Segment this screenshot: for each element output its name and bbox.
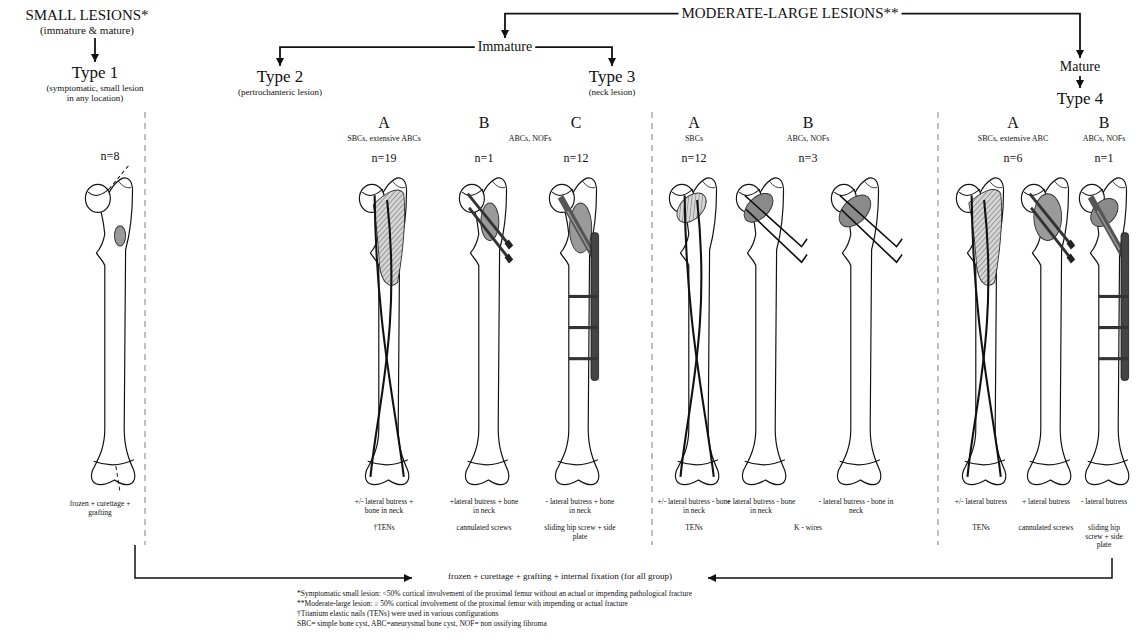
heading-node: Type 1(symptomatic, small lesion in any … [40, 62, 150, 104]
note-text: ABCs, NOFs [1083, 134, 1126, 143]
case-count: n=6 [1004, 152, 1023, 166]
femur-type4a [1021, 178, 1075, 485]
heading-text: Type 1 [43, 63, 147, 83]
subtype-letter: B [803, 114, 814, 132]
subtype-letter: B [479, 114, 490, 132]
case-count: n=12 [682, 152, 707, 166]
subheading-text: (symptomatic, small lesion in any locati… [43, 83, 147, 104]
note-text: SBC= simple bone cyst, ABC=aneurysmal bo… [297, 620, 547, 629]
femur-type2c [549, 178, 598, 485]
flow-arrow [280, 47, 475, 66]
note-text: ABCs, NOFs [787, 134, 830, 143]
heading-node: Type 2(pertrochanteric lesion) [235, 66, 325, 98]
note-text: TENs [972, 524, 990, 533]
note-text: cannulated screws [457, 524, 512, 533]
note-text: + lateral butress [1018, 498, 1074, 507]
case-count: n=12 [564, 152, 589, 166]
note-text: +/- lateral butress - bone in neck [657, 498, 731, 515]
heading-text: Type 2 [238, 67, 322, 87]
femur-type1 [85, 164, 134, 492]
femur-type2a [359, 178, 408, 485]
note-text: + lateral butress - bone in neck [723, 498, 799, 515]
note-text: sliding hip screw + side plate [542, 524, 618, 541]
heading-node: Immature [475, 38, 535, 56]
case-count: n=1 [475, 152, 494, 166]
subtype-letter: A [688, 114, 700, 132]
note-text: +lateral butress + bone in neck [447, 498, 521, 515]
note-text: - lateral butress + bone in neck [543, 498, 617, 515]
bracket-arrow [708, 558, 1112, 578]
case-count: n=3 [799, 152, 818, 166]
note-text: **Moderate-large lesion: ≥ 50% cortical … [297, 600, 628, 609]
column-separator [145, 112, 938, 545]
note-text: - lateral butress [1079, 498, 1129, 507]
case-count: n=19 [372, 152, 397, 166]
heading-text: Type 3 [589, 67, 636, 87]
flow-arrow [94, 38, 96, 62]
heading-node: MODERATE-LARGE LESIONS** [678, 4, 901, 23]
heading-text: MODERATE-LARGE LESIONS** [681, 5, 898, 22]
note-text: +/- lateral butress [951, 498, 1011, 507]
subtype-letter: A [1007, 114, 1019, 132]
note-text: TENs [685, 524, 703, 533]
note-text: frozen + curettage + grafting + internal… [448, 571, 672, 581]
note-text: K - wires [794, 524, 822, 533]
flow-arrow [902, 14, 1080, 58]
subtype-letter: C [571, 114, 582, 132]
note-text: cannulated screws [1018, 524, 1074, 533]
note-text: sliding hip screw + side plate [1079, 524, 1129, 550]
femur-type3b [831, 178, 902, 485]
note-text: +/- lateral butress + bone in neck [347, 498, 421, 515]
femur-type2b [459, 178, 513, 485]
note-text: *Symptomatic small lesion: <50% cortical… [297, 590, 692, 599]
femur-type4a [956, 178, 1005, 485]
note-text: ABCs, NOFs [509, 134, 552, 143]
heading-node: Mature [1057, 58, 1103, 76]
heading-text: SMALL LESIONS* [25, 7, 148, 24]
flow-arrow [1079, 76, 1081, 88]
heading-node: Type 4 [1054, 88, 1107, 110]
note-text: SBCs, extensive ABC [978, 134, 1048, 143]
note-text: SBCs, extensive ABCs [347, 134, 421, 143]
note-text: frozen + curettage + grafting [60, 500, 140, 517]
note-text: SBCs [685, 134, 703, 143]
heading-text: Type 4 [1057, 89, 1104, 109]
flow-arrow [505, 14, 678, 38]
femur-type4b [1079, 178, 1128, 485]
heading-node: SMALL LESIONS*(immature & mature) [22, 6, 151, 38]
femur-type3b [736, 178, 807, 485]
heading-node: Type 3(neck lesion) [586, 66, 639, 98]
subheading-text: (pertrochanteric lesion) [238, 87, 322, 97]
flow-arrow [535, 47, 612, 66]
note-text: †TENs [373, 524, 394, 533]
subtype-letter: B [1099, 114, 1110, 132]
note-text: - lateral butress - bone in neck [818, 498, 894, 515]
subheading-text: (immature & mature) [25, 24, 148, 37]
heading-text: Immature [478, 39, 532, 55]
case-count: n=8 [101, 150, 120, 164]
subtype-letter: A [378, 114, 390, 132]
femur-type3a [669, 178, 718, 485]
note-text: †Titanium elastic nails (TENs) were used… [297, 610, 498, 619]
heading-text: Mature [1060, 59, 1100, 75]
subheading-text: (neck lesion) [589, 87, 636, 97]
case-count: n=1 [1095, 152, 1114, 166]
bracket-arrow [135, 545, 412, 578]
